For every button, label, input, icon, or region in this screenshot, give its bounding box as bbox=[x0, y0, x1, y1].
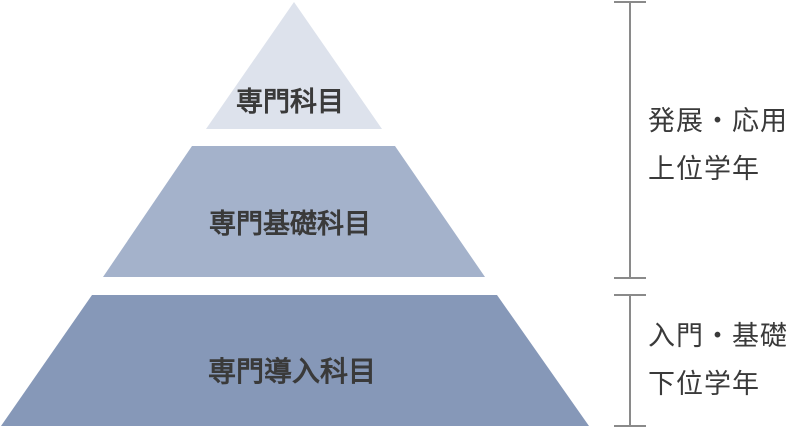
lower-bracket-label: 入門・基礎 下位学年 bbox=[648, 313, 788, 409]
tier-top-label: 専門科目 bbox=[236, 87, 344, 118]
lower-bracket bbox=[614, 294, 646, 427]
upper-bracket bbox=[614, 1, 646, 279]
tier-top-shape bbox=[206, 2, 382, 129]
lower-bracket-line1: 入門・基礎 bbox=[648, 321, 788, 352]
lower-bracket-line2: 下位学年 bbox=[648, 369, 760, 400]
tier-middle-shape bbox=[103, 146, 485, 277]
upper-bracket-line2: 上位学年 bbox=[648, 154, 760, 185]
upper-bracket-label: 発展・応用 上位学年 bbox=[648, 98, 788, 194]
tier-bottom-shape bbox=[1, 295, 589, 426]
tier-middle-label: 専門基礎科目 bbox=[209, 209, 371, 240]
tier-bottom-label: 専門導入科目 bbox=[208, 355, 376, 388]
upper-bracket-line1: 発展・応用 bbox=[648, 106, 788, 137]
